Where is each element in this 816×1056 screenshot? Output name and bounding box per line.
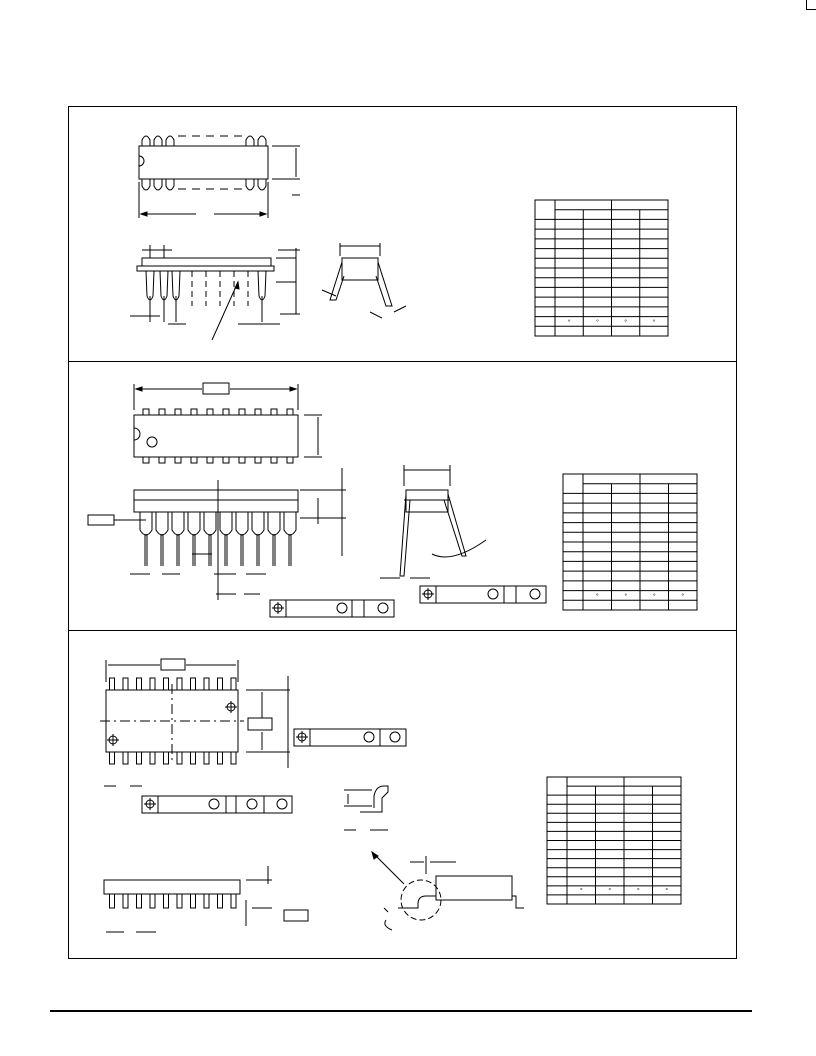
svg-text:°: ° — [580, 887, 583, 895]
section1-dimension-table: ° ° ° ° — [534, 199, 669, 337]
svg-text:°: ° — [568, 318, 571, 326]
section3-top-view — [100, 658, 290, 787]
section3-gull-wing-end-view — [371, 850, 524, 931]
section3-dimension-table: ° ° ° ° — [546, 776, 682, 905]
section2-dimension-table: ° ° ° ° — [562, 473, 698, 611]
section2-side-view — [87, 468, 346, 600]
section3-side-view — [103, 866, 309, 933]
svg-text:°: ° — [596, 592, 599, 600]
section-divider-2 — [68, 630, 736, 631]
corner-tab — [806, 0, 816, 10]
section3-tolerance-frames — [141, 728, 407, 814]
svg-text:°: ° — [608, 887, 611, 895]
section2-end-view — [380, 465, 487, 579]
section1-top-view — [138, 135, 300, 218]
svg-text:°: ° — [637, 887, 640, 895]
section1-side-view — [130, 245, 300, 341]
svg-text:°: ° — [665, 887, 668, 895]
svg-text:°: ° — [652, 318, 655, 326]
section2-top-view — [133, 382, 322, 464]
section2-tolerance-frames — [269, 585, 547, 618]
svg-text:°: ° — [681, 592, 684, 600]
section-divider-1 — [68, 361, 736, 362]
footer-rule — [50, 1010, 752, 1012]
svg-text:°: ° — [596, 318, 599, 326]
section1-end-view — [321, 243, 407, 319]
svg-text:°: ° — [653, 592, 656, 600]
section3-lead-detail — [344, 785, 389, 831]
svg-text:°: ° — [624, 592, 627, 600]
drawing-frame — [68, 106, 737, 959]
svg-text:°: ° — [624, 318, 627, 326]
